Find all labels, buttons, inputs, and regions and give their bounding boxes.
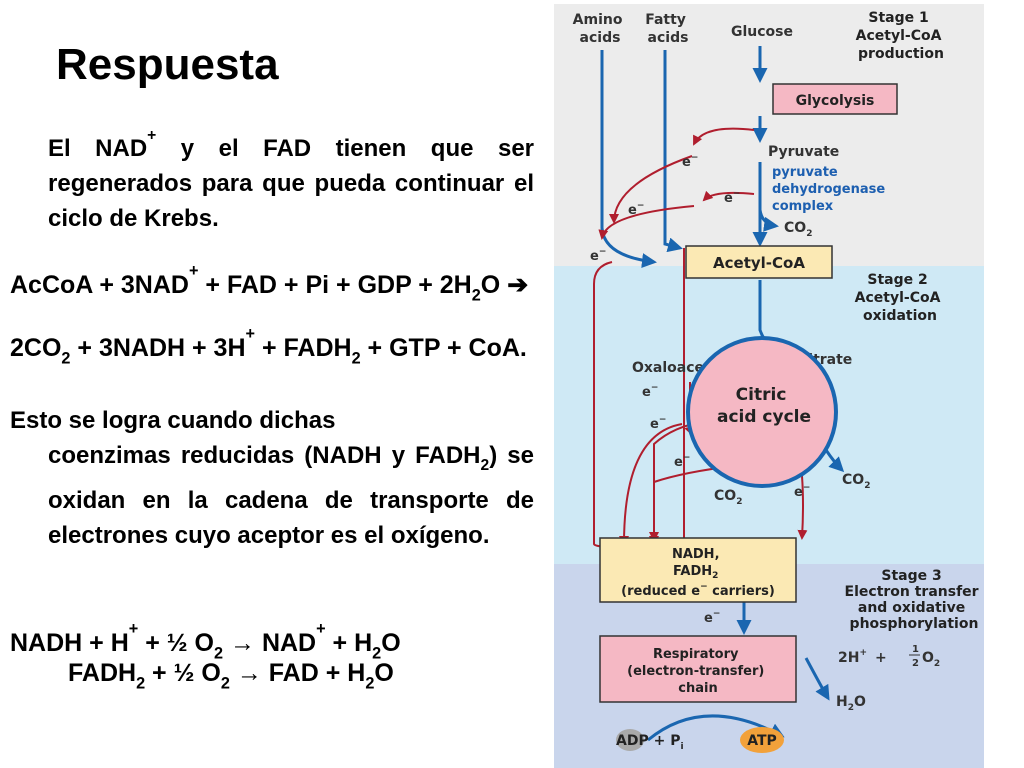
fatty-acids-label: Fatty acids [645,12,691,46]
co2-label-right: CO2 [842,472,870,491]
electron-label: e− [704,609,720,626]
electron-arrow-2 [609,155,693,224]
chain-to-h2o-arrow [804,657,830,701]
electron-arrow-13 [797,475,808,540]
cycle-co2-right-arrow [824,449,845,473]
acetylcoa-label: Acetyl-CoA [713,254,805,272]
electron-arrow-4 [598,205,695,240]
co2-label-top: CO2 [784,220,812,239]
equation-fadh2-oxidation: FADH2 + ½ O2 → FAD + H2O [68,659,394,693]
glycolysis-label: Glycolysis [796,93,875,109]
glycolysis-box [772,83,898,115]
stage3-label: Stage 3 Electron transfer and oxidative … [845,568,984,632]
stage2-label: Stage 2 Acetyl-CoA oxidation [855,272,946,324]
atp-ellipse [740,727,784,753]
arrow-icon: ➔ [507,271,529,300]
co2-label-left: CO2 [714,488,742,507]
co2-branch-arrow [758,209,779,232]
acetylcoa-box [685,245,833,279]
electron-label: e− [650,415,666,432]
respiratory-chain-box [599,635,797,703]
pyruvate-label: Pyruvate [768,144,839,160]
atp-label: ATP [747,733,777,749]
amino-acids-label: Amino acids [573,12,628,46]
half-fraction-label: 2 [912,658,919,669]
electron-arrow-9 [619,423,683,546]
adp-label: ADP + Pi [616,733,684,752]
electron-arrow-3 [702,190,755,202]
cellular-respiration-diagram: Stage 1 Acetyl-CoA production Stage 2 Ac… [554,4,984,768]
electron-arrow-1 [693,127,755,146]
electron-label: e− [794,483,810,500]
fatty-acids-arrow [663,50,683,253]
oxygen-reaction-label: 2H++ [838,648,887,666]
citric-acid-cycle-label: Citric acid cycle [717,385,811,427]
citric-acid-cycle-circle [686,336,838,488]
paragraph-nad-regeneration: El NAD+ y el FAD tienen que ser regenera… [48,127,534,232]
reduced-carriers-box [599,537,797,603]
pdh-complex-label: pyruvate dehydrogenase complex [772,165,890,214]
o2-label: O2 [922,650,940,669]
electron-label: e− [682,153,698,170]
electron-label: e− [628,201,644,218]
amino-acids-arrow [600,50,657,269]
stage1-label: Stage 1 Acetyl-CoA production [856,10,947,62]
equation-nadh-oxidation: NADH + H+ + ½ O2 → NAD+ + H2O [10,620,401,663]
electron-label: e− [590,247,606,264]
adp-ellipse [616,729,644,751]
equation-krebs-overall: AcCoA + 3NAD+ + FAD + Pi + GDP + 2H2O ➔ … [10,262,529,368]
h2o-label: H2O [836,694,866,713]
reduced-carriers-label: NADH, FADH2 (reduced e− carriers) [621,547,775,599]
respiratory-chain-label: Respiratory (electron-transfer) chain [627,647,769,696]
half-fraction-label: 1 [912,644,919,655]
slide-title: Respuesta [56,40,279,89]
electron-label: e− [674,453,690,470]
electron-label: e− [724,189,740,206]
glucose-label: Glucose [731,24,793,40]
electron-label: e− [642,383,658,400]
